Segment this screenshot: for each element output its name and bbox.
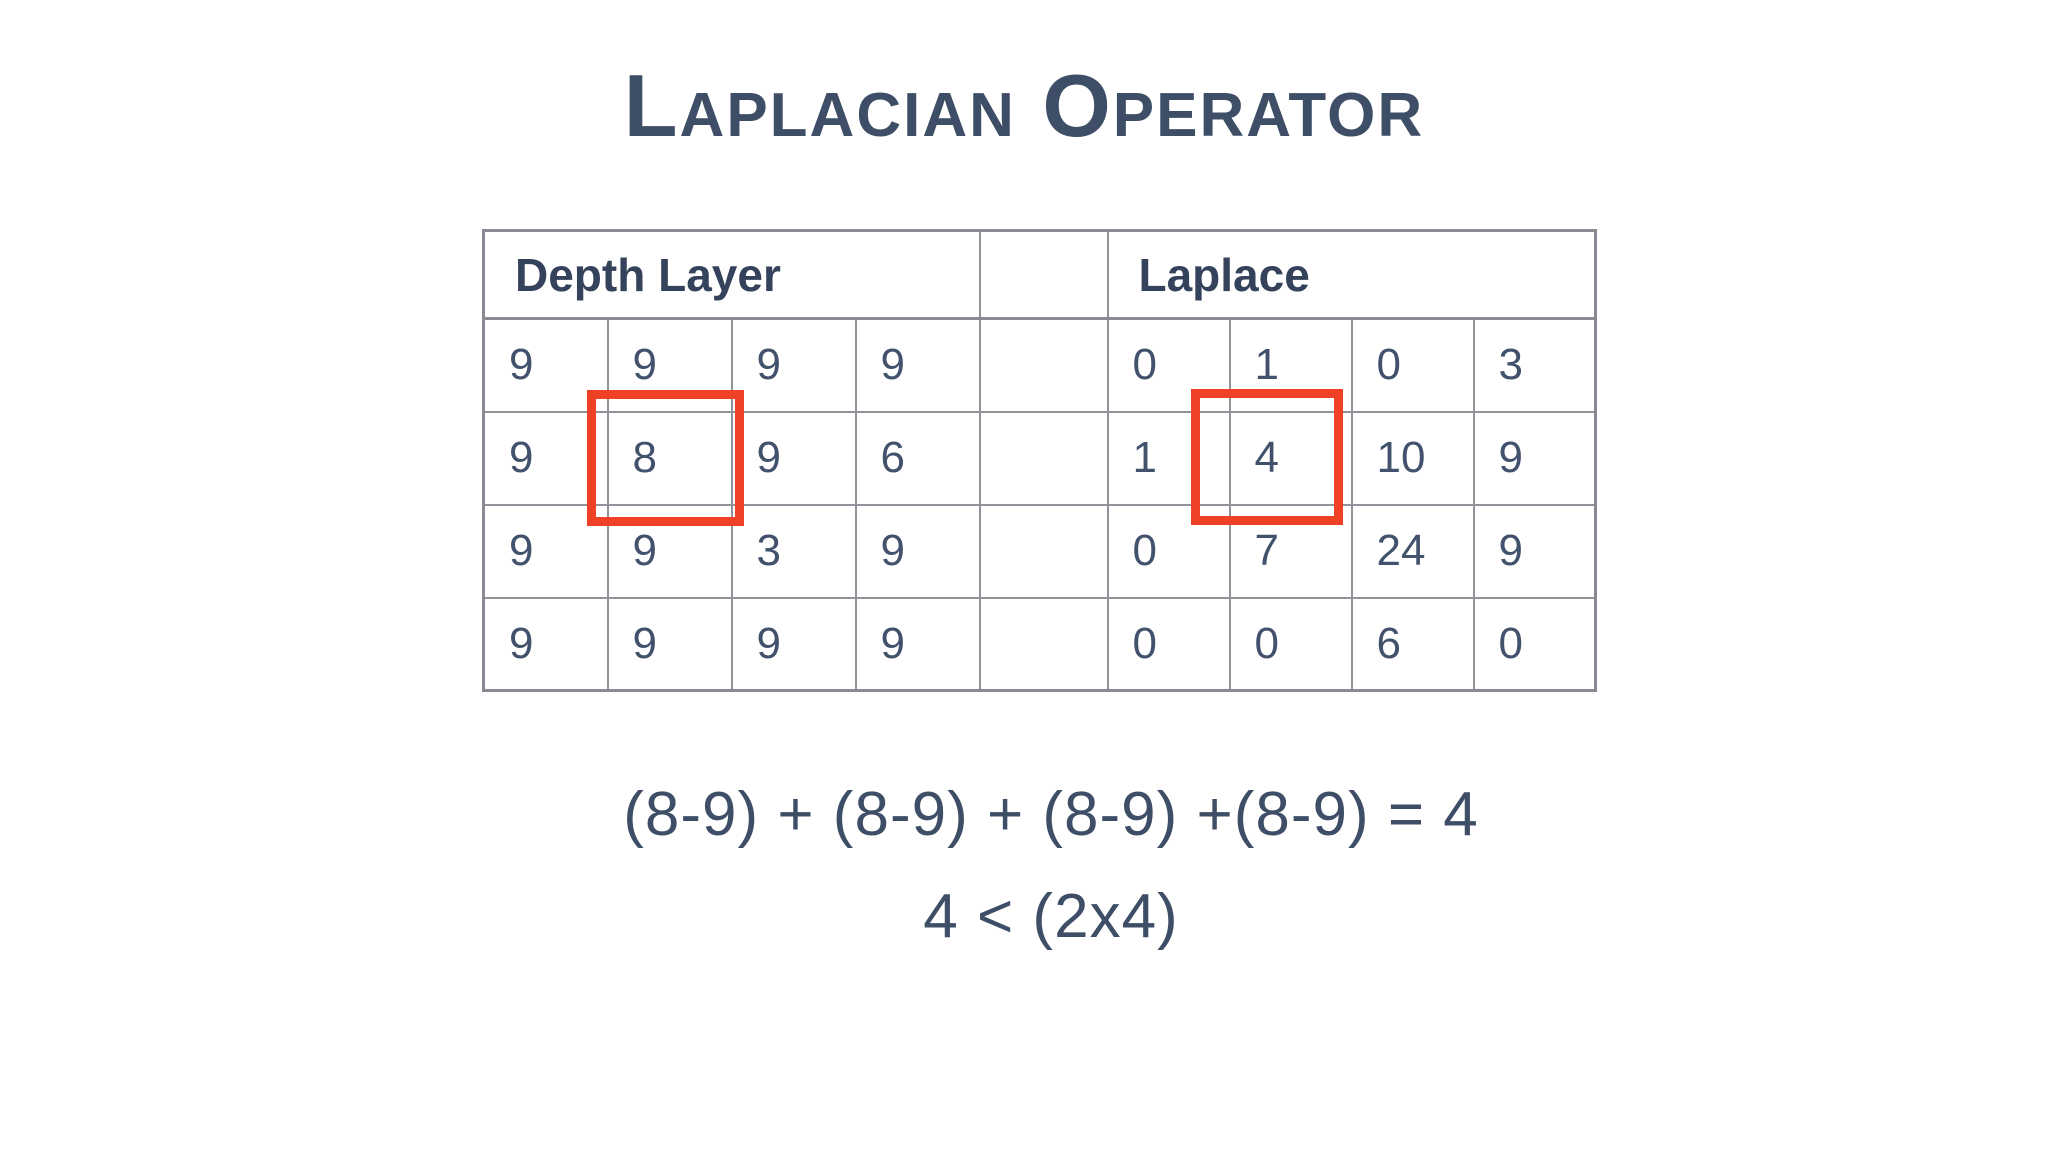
gap-cell bbox=[978, 317, 1109, 413]
table-header-row: Depth Layer Laplace bbox=[482, 229, 1597, 320]
laplace-cell: 4 bbox=[1228, 410, 1353, 506]
laplace-cell: 9 bbox=[1472, 503, 1597, 599]
depth-cell: 8 bbox=[606, 410, 733, 506]
laplace-cell: 3 bbox=[1472, 317, 1597, 413]
laplace-cell: 7 bbox=[1228, 503, 1353, 599]
depth-cell: 9 bbox=[730, 410, 857, 506]
laplace-cell: 0 bbox=[1106, 596, 1231, 692]
formula-block: (8-9) + (8-9) + (8-9) +(8-9) = 4 4 < (2x… bbox=[27, 779, 2048, 953]
depth-cell: 9 bbox=[854, 503, 981, 599]
depth-cell: 9 bbox=[482, 317, 609, 413]
depth-cell: 9 bbox=[854, 317, 981, 413]
depth-cell: 3 bbox=[730, 503, 857, 599]
laplace-cell: 0 bbox=[1472, 596, 1597, 692]
formula-line-1: (8-9) + (8-9) + (8-9) +(8-9) = 4 bbox=[623, 780, 1479, 849]
laplace-cell: 0 bbox=[1106, 317, 1231, 413]
depth-cell: 9 bbox=[606, 317, 733, 413]
depth-cell: 9 bbox=[606, 503, 733, 599]
laplace-cell: 0 bbox=[1228, 596, 1353, 692]
depth-cell: 9 bbox=[606, 596, 733, 692]
gap-cell bbox=[978, 410, 1109, 506]
gap-cell bbox=[978, 596, 1109, 692]
formula-line-2: 4 < (2x4) bbox=[923, 882, 1179, 951]
gap-column-header bbox=[978, 229, 1109, 320]
depth-cell: 9 bbox=[730, 317, 857, 413]
depth-cell: 9 bbox=[482, 503, 609, 599]
laplace-cell: 6 bbox=[1350, 596, 1475, 692]
laplace-cell: 1 bbox=[1106, 410, 1231, 506]
depth-cell: 9 bbox=[482, 596, 609, 692]
depth-layer-header: Depth Layer bbox=[482, 229, 981, 320]
depth-cell: 6 bbox=[854, 410, 981, 506]
depth-cell: 9 bbox=[854, 596, 981, 692]
laplace-header: Laplace bbox=[1106, 229, 1597, 320]
depth-cell: 9 bbox=[482, 410, 609, 506]
laplace-cell: 0 bbox=[1106, 503, 1231, 599]
laplace-cell: 24 bbox=[1350, 503, 1475, 599]
page-title: Laplacian Operator bbox=[623, 56, 1425, 155]
laplace-cell: 10 bbox=[1350, 410, 1475, 506]
laplace-cell: 0 bbox=[1350, 317, 1475, 413]
laplace-cell: 9 bbox=[1472, 410, 1597, 506]
depth-cell: 9 bbox=[730, 596, 857, 692]
gap-cell bbox=[978, 503, 1109, 599]
laplace-cell: 1 bbox=[1228, 317, 1353, 413]
